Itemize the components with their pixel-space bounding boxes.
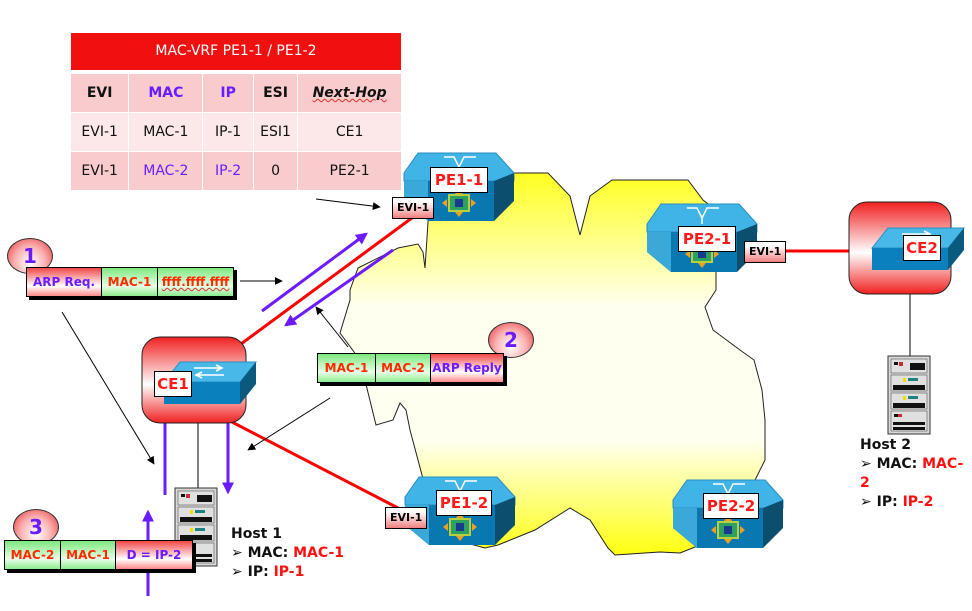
host2-mac: MAC-2 <box>860 456 964 491</box>
table-row: EVI-1 MAC-2 IP-2 0 PE2-1 <box>71 151 401 190</box>
host1-info: Host 1 ➢ MAC: MAC-1 ➢ IP: IP-1 <box>231 525 344 582</box>
flow-arrow-pe1-1-to-ce1 <box>284 248 394 327</box>
cell-next-hop: PE2-1 <box>329 163 370 179</box>
cell-esi: 0 <box>254 152 299 190</box>
callout-arrow-step1-to-host1 <box>61 311 155 465</box>
pe1-2-evi-tag: EVI-1 <box>385 507 428 529</box>
host2-ip: IP-2 <box>902 494 934 510</box>
cell-mac: MAC-1 <box>129 113 204 151</box>
mac-vrf-table: MAC-VRF PE1-1 / PE1-2 EVI MAC IP ESI Nex… <box>71 33 401 190</box>
callout-arrow-table-to-pe1-1 <box>315 198 381 211</box>
callout-arrow-step2-up <box>315 306 349 348</box>
mac-label: MAC: <box>876 456 918 472</box>
provider-network-cloud <box>339 172 766 556</box>
host1-ip: IP-1 <box>273 564 305 580</box>
cell-evi: EVI-1 <box>71 152 130 190</box>
link-ce1-pe1-2 <box>204 406 399 510</box>
host1-name: Host 1 <box>231 526 282 542</box>
callout-arrow-step2-down <box>247 397 331 451</box>
packet-field-src-mac: MAC-1 <box>61 541 116 569</box>
cell-evi: EVI-1 <box>71 113 130 151</box>
column-header-mac: MAC <box>129 74 204 112</box>
cell-ip: IP-2 <box>203 152 254 190</box>
column-header-ip: IP <box>203 74 254 112</box>
pe1-2-label: PE1-2 <box>436 490 492 516</box>
packet-field-src-mac: MAC-2 <box>376 354 431 382</box>
pe1-1-label: PE1-1 <box>430 167 488 193</box>
next-hop-label: Next-Hop <box>312 85 387 101</box>
host1-mac-line: ➢ MAC: MAC-1 <box>231 545 345 561</box>
ip-label: IP: <box>247 564 269 580</box>
packet-field-dst-mac: ffff.ffff.ffff <box>158 268 233 296</box>
step-2-badge: 2 <box>488 322 534 358</box>
host2-name: Host 2 <box>860 437 911 453</box>
cell-next-hop: CE1 <box>335 124 364 140</box>
pe2-2-label: PE2-2 <box>703 493 759 519</box>
table-row: EVI-1 MAC-1 IP-1 ESI1 CE1 <box>71 112 401 151</box>
ce2-label: CE2 <box>903 235 941 261</box>
packet-field-src-mac: MAC-1 <box>102 268 158 296</box>
broadcast-mac: ffff.ffff.ffff <box>161 275 230 289</box>
step-1-packet: ARP Req. MAC-1 ffff.ffff.ffff <box>26 267 234 297</box>
step-2-packet: MAC-1 MAC-2 ARP Reply <box>317 353 504 383</box>
cell-mac: MAC-2 <box>129 152 204 190</box>
step-3-packet: MAC-2 MAC-1 D = IP-2 <box>4 540 193 570</box>
host2-mac-line: ➢ MAC: MAC-2 <box>860 456 964 491</box>
ce1-label: CE1 <box>154 371 192 397</box>
step-3-badge: 3 <box>13 509 59 545</box>
host1-ip-line: ➢ IP: IP-1 <box>231 564 305 580</box>
packet-field-type: ARP Req. <box>27 268 102 296</box>
host1-mac: MAC-1 <box>293 545 345 561</box>
pe2-1-label: PE2-1 <box>678 226 736 252</box>
packet-field-dst-ip: D = IP-2 <box>116 541 192 569</box>
packet-field-type: ARP Reply <box>431 354 503 382</box>
mac-vrf-table-header: EVI MAC IP ESI Next-Hop <box>71 70 401 112</box>
column-header-evi: EVI <box>71 74 130 112</box>
mac-label: MAC: <box>247 545 289 561</box>
column-header-next-hop: Next-Hop <box>298 74 401 112</box>
pe2-1-evi-tag: EVI-1 <box>744 241 787 263</box>
host2-server-icon[interactable] <box>887 355 931 435</box>
packet-field-dst-mac: MAC-2 <box>5 541 61 569</box>
ip-label: IP: <box>876 494 898 510</box>
packet-field-dst-mac: MAC-1 <box>318 354 376 382</box>
column-header-esi: ESI <box>254 74 299 112</box>
cell-ip: IP-1 <box>203 113 254 151</box>
cell-esi: ESI1 <box>254 113 299 151</box>
mac-vrf-table-title: MAC-VRF PE1-1 / PE1-2 <box>71 33 401 70</box>
host2-ip-line: ➢ IP: IP-2 <box>860 494 934 510</box>
pe1-1-evi-tag: EVI-1 <box>392 197 435 219</box>
flow-arrow-ce1-to-pe1-1 <box>261 232 368 313</box>
host2-info: Host 2 ➢ MAC: MAC-2 ➢ IP: IP-2 <box>860 436 972 512</box>
